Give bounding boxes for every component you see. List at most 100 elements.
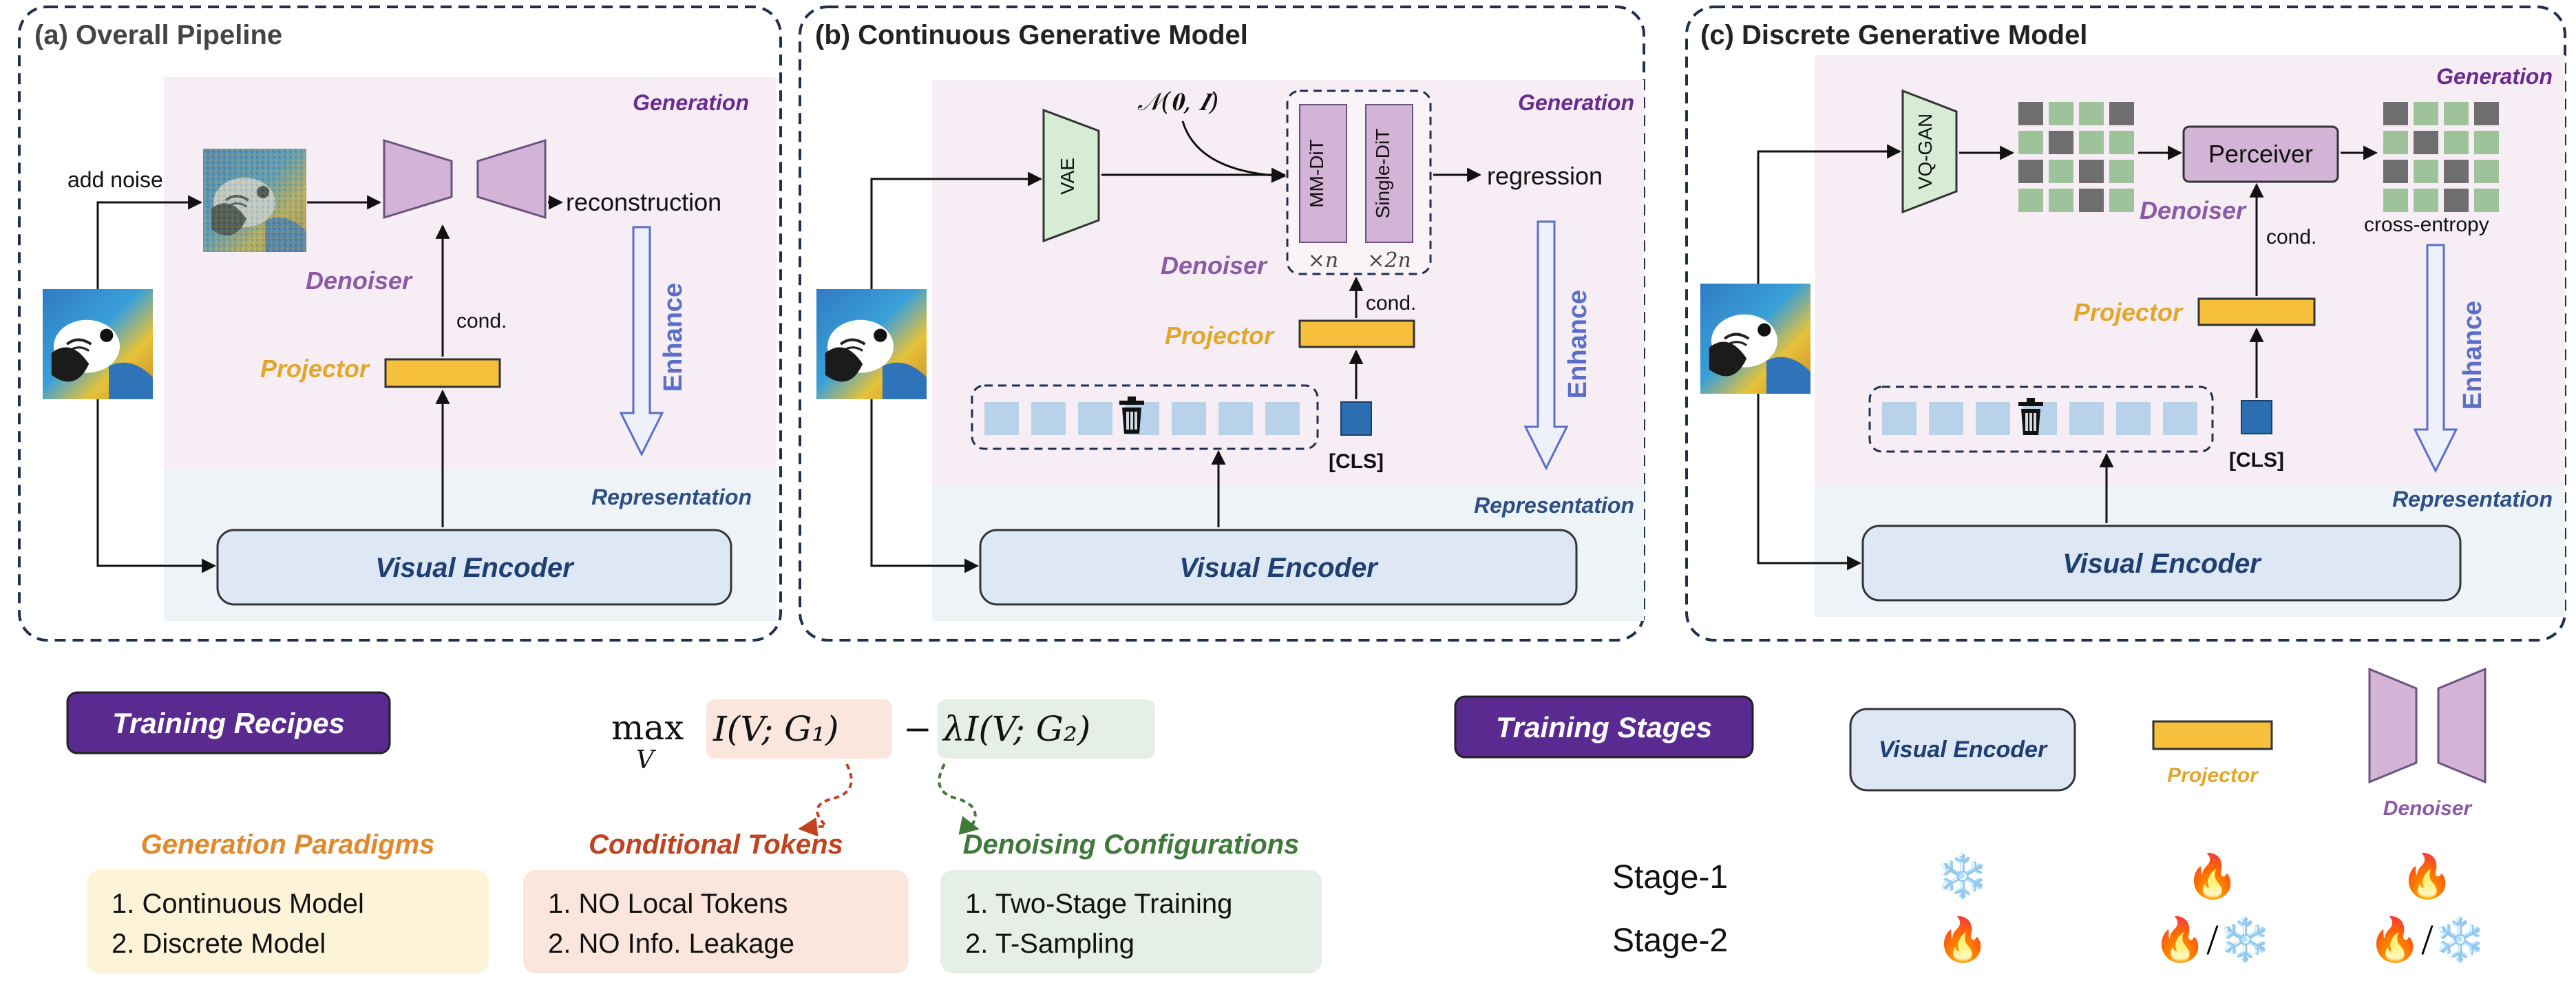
panel-b-enhance-arrow [1523,220,1569,471]
stages-projector-label: Projector [2167,764,2259,787]
panel-a-input-image [43,289,153,399]
recipe-box [940,870,1322,973]
grid-token [2018,131,2043,154]
panel-b-times-2n: ×2n [1367,249,1411,273]
recipe-heading: Generation Paradigms [141,829,435,860]
panel-b-generation-label: Generation [1518,90,1634,115]
recipe-box [87,870,489,973]
grid-token [2049,131,2073,154]
panel-a-enhance-arrow [619,226,664,457]
panel-c-projector-label: Projector [2073,298,2184,326]
panel-a-title: (a) Overall Pipeline [34,20,282,50]
panel-c-visual-encoder [1861,525,2462,602]
stage-status-icon: ❄️ [1936,852,1989,900]
formula-minus: − [903,709,932,749]
panel-c-cond-label: cond. [2266,226,2316,249]
panel-c-vqgan-shape [1901,89,1958,214]
stages-encoder-chip [1849,708,2076,792]
panel-c-image-to-vqgan-arrow [1757,144,1902,284]
panel-a: (a) Overall Pipeline Generation Represen… [18,6,782,642]
panel-a-border [18,6,782,642]
panel-b-input-image [816,289,927,399]
grid-token [2383,102,2408,125]
panel-b-times-n: ×n [1308,249,1338,273]
formula-term2: λI(V; G₂) [942,709,1090,749]
grid-token [2049,189,2073,212]
grid-token [2109,102,2134,125]
panel-c-encoder-input-arrow [1757,394,1862,571]
grid-token [2079,160,2104,183]
recipe-heading: Conditional Tokens [589,829,843,860]
stage-label: Stage-2 [1612,922,1728,959]
panel-b-border [799,6,1645,642]
panel-c-token-grid-output [2383,102,2499,212]
panel-b: (b) Continuous Generative Model Generati… [799,6,1645,642]
panel-b-cond-label: cond. [1366,292,1416,315]
panel-b-vae-label: VAE [1057,158,1078,195]
panel-b-mmdit-label: MM-DiT [1306,139,1327,208]
training-recipes: Training Recipes max V I(V; G₁) − λI(V; … [66,691,1322,973]
panel-b-image-to-vae-arrow [870,171,1043,289]
stage-status-icon: 🔥 [2400,852,2453,900]
grid-token [2109,160,2134,183]
grid-token [2049,160,2073,183]
grid-token [2444,131,2469,154]
recipe-item: 2. T-Sampling [965,929,1134,959]
stage-rows: Stage-1❄️🔥🔥Stage-2🔥🔥/❄️🔥/❄️ [1612,852,2487,964]
grid-token [2474,131,2499,154]
grid-token [2018,102,2043,125]
grid-token [2079,189,2104,212]
formula-term2-bg [938,699,1155,759]
panel-c: (c) Discrete Generative Model Generation… [1685,6,2566,642]
panel-a-cond-label: cond. [456,310,507,332]
stages-denoiser-label: Denoiser [2383,797,2473,820]
panel-b-representation-label: Representation [1474,493,1634,518]
panel-b-singledit-block [1365,104,1413,243]
panel-b-encoder-input-arrow [870,399,980,573]
grid-token [2383,189,2408,212]
panel-b-noise-label: 𝒩(𝟎, 𝑰) [1137,88,1218,116]
panel-c-projector-bar [2197,297,2316,326]
grid-token [2474,102,2499,125]
panel-c-perceiver-label: Perceiver [2208,140,2313,168]
panel-c-token-group [1868,385,2214,453]
panel-a-encoder-input-arrow [96,399,217,573]
recipe-item: 2. Discrete Model [112,929,326,959]
panel-c-vqgan-label: VQ-GAN [1914,114,1936,189]
formula-term1: I(V; G₁) [712,709,839,749]
panel-a-projector-bar [384,358,501,388]
panel-b-projector-bar [1298,319,1415,348]
objective-formula: max V I(V; G₁) − λI(V; G₂) [611,699,1155,774]
panel-a-add-noise-label: add noise [67,167,163,192]
panel-b-local-tokens [984,402,1300,435]
panel-a-reconstruction-label: reconstruction [566,188,721,216]
panel-c-local-tokens [1882,402,2197,435]
grid-token [2414,102,2438,125]
panel-a-noise-arrow [96,195,203,289]
grid-token [2018,189,2043,212]
stage-status-icon: 🔥/❄️ [2153,915,2272,964]
panel-b-mmdit-block [1299,104,1347,243]
panel-b-encoder-label: Visual Encoder [1179,553,1379,583]
grid-token [2079,102,2104,125]
panel-c-denoiser-label: Denoiser [2140,196,2247,224]
panel-c-perceiver-block [2182,125,2339,183]
panel-a-generation-region [164,77,777,469]
panel-c-representation-label: Representation [2392,487,2553,511]
panel-b-noise-arrow [1181,120,1287,183]
grid-token [2109,189,2134,212]
panel-a-visual-encoder [216,529,732,606]
grid-token [2474,189,2499,212]
term2-pointer-arrow [938,763,980,835]
panel-b-denoiser-label: Denoiser [1161,251,1268,279]
panel-c-enhance-label: Enhance [2458,301,2487,410]
panel-c-cross-entropy-label: cross-entropy [2364,213,2489,236]
panel-a-projector-label: Projector [260,355,370,383]
grid-token [2414,131,2438,154]
recipe-box [523,870,909,973]
panel-b-projector-label: Projector [1165,321,1275,350]
grid-token [2414,160,2438,183]
panel-c-generation-label: Generation [2436,64,2553,89]
panel-b-singledit-label: Single-DiT [1372,129,1393,219]
